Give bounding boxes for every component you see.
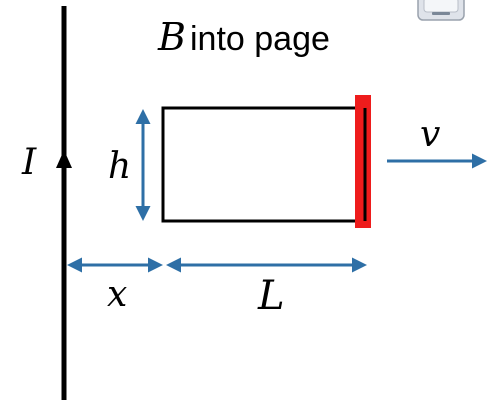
field-symbol: B — [157, 15, 186, 59]
conducting-loop — [161, 106, 367, 223]
distance-label: x — [107, 274, 127, 315]
height-label: h — [108, 146, 131, 187]
corner-device-icon — [417, 0, 465, 21]
field-direction-label: into page — [190, 20, 330, 58]
moving-bar — [355, 95, 371, 228]
velocity-label: v — [420, 114, 440, 155]
current-label: I — [21, 142, 37, 183]
length-label: L — [257, 273, 285, 319]
current-arrowhead — [56, 150, 72, 168]
